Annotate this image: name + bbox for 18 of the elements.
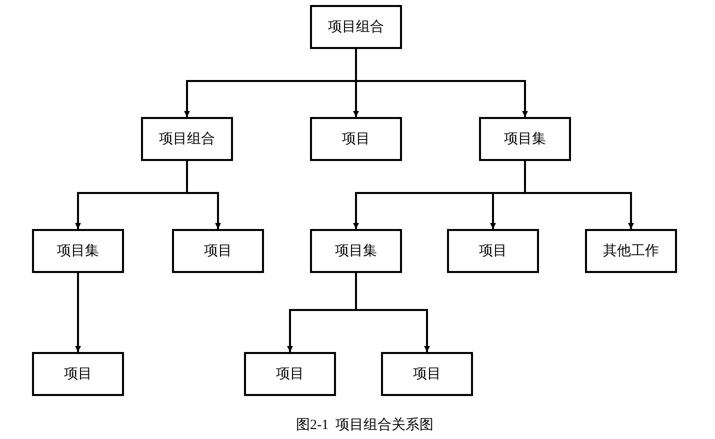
arrow <box>75 273 81 352</box>
arrow <box>524 161 634 229</box>
process-box: 其他工作 <box>585 229 677 273</box>
process-box: 项目集 <box>479 117 571 161</box>
arrow <box>186 161 221 229</box>
figure-caption: 图2-1 项目组合关系图 <box>296 416 434 434</box>
process-box: 项目 <box>447 229 539 273</box>
process-box: 项目 <box>310 117 402 161</box>
process-box: 项目组合 <box>310 5 402 49</box>
arrow <box>355 49 528 117</box>
process-box: 项目 <box>381 352 473 396</box>
process-box: 项目集 <box>310 229 402 273</box>
process-box: 项目 <box>172 229 264 273</box>
process-box: 项目 <box>244 352 336 396</box>
process-box: 项目 <box>32 352 124 396</box>
process-box: 项目组合 <box>141 117 233 161</box>
process-box: 项目集 <box>32 229 124 273</box>
arrow <box>355 273 430 352</box>
